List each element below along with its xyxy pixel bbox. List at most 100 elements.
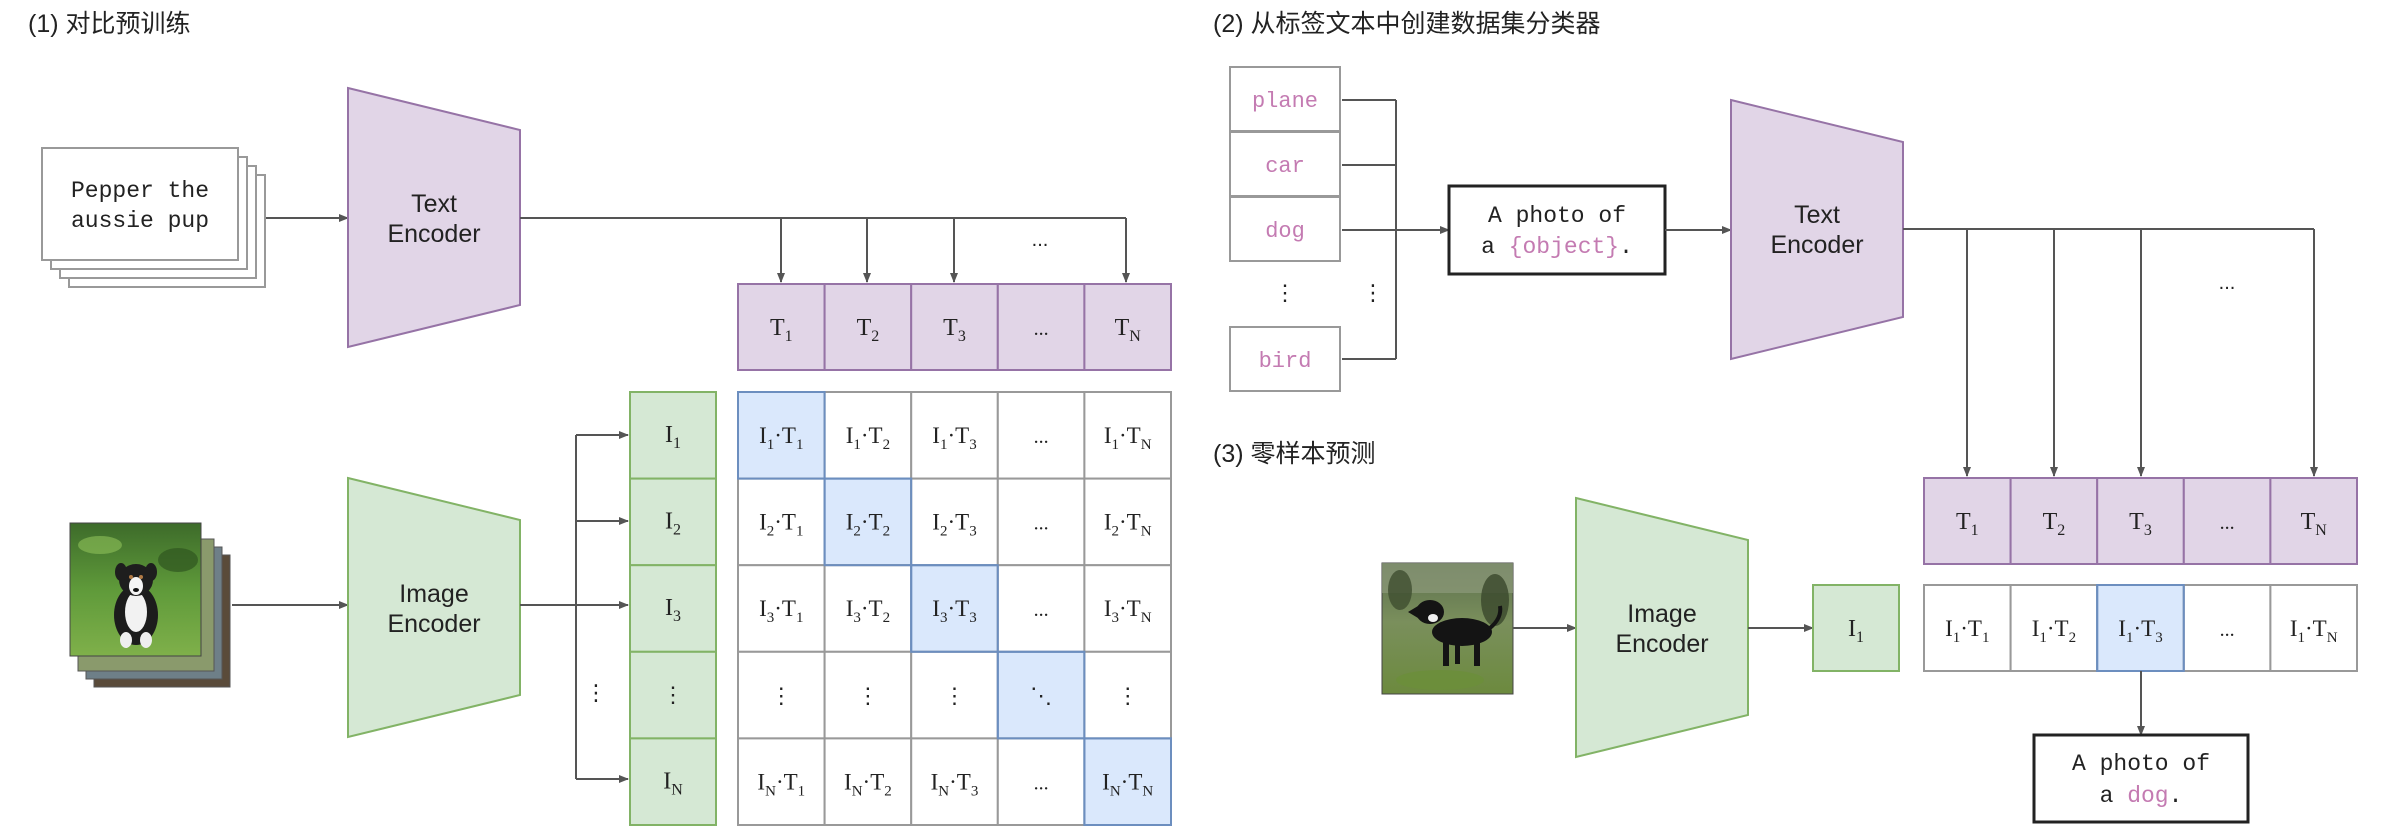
matrix-cell-label: IN·T2 bbox=[844, 769, 892, 799]
text-feature-label: T1 bbox=[1956, 509, 1979, 539]
caption-text-line1: Pepper the bbox=[71, 178, 209, 204]
caption-stack: Pepper the aussie pup bbox=[41, 147, 266, 288]
text-feature-label: T2 bbox=[857, 315, 880, 345]
template-line2-prefix: a bbox=[1481, 234, 1495, 260]
matrix-cell-label: I2·T3 bbox=[932, 510, 976, 540]
image-encoder-2-label-line1: Image bbox=[1627, 600, 1696, 628]
matrix-cell-label: I3·T2 bbox=[846, 596, 890, 626]
image-feature-cell bbox=[629, 564, 717, 653]
matrix-cell-label: I2·TN bbox=[1104, 510, 1152, 540]
text-feature-label: T3 bbox=[2129, 509, 2152, 539]
image-feature-arrows: ⋮ bbox=[520, 431, 629, 783]
matrix-cell-label: IN·TN bbox=[1102, 769, 1153, 799]
section1-title: (1) 对比预训练 bbox=[28, 10, 191, 38]
matrix-diagonal-border bbox=[910, 564, 999, 653]
text-feature-cell bbox=[2269, 477, 2358, 565]
image-encoder-1-label-line2: Encoder bbox=[387, 610, 480, 638]
matrix-cell bbox=[910, 391, 999, 480]
text-encoder-1-label-line1: Text bbox=[411, 190, 457, 218]
matrix-cell-label: I3·T1 bbox=[759, 596, 803, 626]
text-feature-label: T1 bbox=[770, 315, 793, 345]
label-cell bbox=[1229, 196, 1341, 262]
result-box: A photo of a dog. bbox=[2032, 733, 2250, 824]
label-cell bbox=[1229, 326, 1341, 392]
arrow-ellipsis-1: ... bbox=[1032, 229, 1049, 251]
matrix-cell bbox=[1083, 650, 1173, 740]
text-encoder-1: Text Encoder bbox=[347, 86, 521, 349]
matrix-cell bbox=[823, 650, 913, 740]
image-encoder-1-label-line1: Image bbox=[399, 580, 468, 608]
matrix-diagonal-border bbox=[1083, 737, 1173, 827]
matrix-diagonal-border bbox=[996, 650, 1086, 740]
label-text: car bbox=[1265, 154, 1305, 179]
template-line2-suffix: . bbox=[1619, 234, 1633, 260]
score-cell bbox=[2009, 584, 2099, 672]
label-cell bbox=[1229, 131, 1341, 197]
score-cell bbox=[2269, 584, 2358, 672]
text-feature-cell bbox=[823, 283, 913, 371]
label-text: dog bbox=[1265, 219, 1305, 244]
image-feature-label: I2 bbox=[665, 509, 681, 539]
text-feature-cell bbox=[2096, 477, 2185, 565]
matrix-cell-label: ⋮ bbox=[770, 683, 792, 708]
matrix-cell-label: IN·T1 bbox=[757, 769, 805, 799]
matrix-cell-label: ⋮ bbox=[944, 683, 966, 708]
label-list-vdots: ⋮ bbox=[1362, 280, 1384, 305]
matrix-cell bbox=[823, 391, 913, 480]
text-feature-cell bbox=[996, 283, 1086, 371]
score-label: I1·T3 bbox=[2118, 616, 2162, 646]
result-line2: a dog. bbox=[2100, 783, 2183, 809]
text-feature-label: T3 bbox=[943, 315, 966, 345]
matrix-cell bbox=[737, 477, 826, 567]
image-encoder-1: Image Encoder bbox=[347, 476, 521, 739]
text-feature-label: ... bbox=[2220, 512, 2235, 534]
matrix-cell-label: ⋮ bbox=[857, 683, 879, 708]
text-feature-arrows-2: ... bbox=[1903, 228, 2318, 477]
matrix-cell-label: I1·T2 bbox=[846, 423, 890, 453]
image-encoder-2-label-line2: Encoder bbox=[1615, 630, 1708, 658]
text-feature-cell bbox=[1083, 283, 1173, 371]
text-feature-label: ... bbox=[1034, 318, 1049, 340]
matrix-cell-label: I1·TN bbox=[1104, 423, 1152, 453]
matrix-cell bbox=[1083, 564, 1173, 653]
text-encoder-2: Text Encoder bbox=[1730, 98, 1904, 361]
text-feature-arrows-1: ... bbox=[520, 217, 1130, 283]
arrow-ellipsis-2: ... bbox=[2219, 272, 2236, 294]
matrix-diagonal-border bbox=[823, 477, 913, 567]
template-placeholder: {object} bbox=[1509, 234, 1619, 260]
image-encoder-2: Image Encoder bbox=[1575, 496, 1749, 759]
image-feature-label: I1 bbox=[665, 422, 681, 452]
text-feature-label: TN bbox=[1115, 315, 1142, 345]
matrix-cell-label: IN·T3 bbox=[931, 769, 979, 799]
labels-to-template-arrows bbox=[1342, 99, 1450, 360]
template-line2: a {object}. bbox=[1481, 234, 1633, 260]
label-text: bird bbox=[1259, 349, 1312, 374]
image-feature-label: ⋮ bbox=[662, 682, 684, 707]
image-stack bbox=[69, 522, 231, 688]
image-feature-label: I3 bbox=[665, 595, 681, 625]
label-cell bbox=[1229, 66, 1341, 132]
matrix-cell bbox=[823, 564, 913, 653]
matrix-cell bbox=[737, 650, 826, 740]
score-label: I1·T1 bbox=[1945, 616, 1989, 646]
result-line1: A photo of bbox=[2072, 751, 2210, 777]
matrix-cell bbox=[996, 391, 1086, 480]
score-cell bbox=[1923, 584, 2012, 672]
matrix-cell bbox=[1083, 477, 1173, 567]
image-feature-label: IN bbox=[663, 768, 683, 798]
matrix-cell-label: ... bbox=[1034, 513, 1049, 535]
template-box: A photo of a {object}. bbox=[1447, 184, 1667, 276]
matrix-cell-label: I2·T1 bbox=[759, 510, 803, 540]
matrix-cell bbox=[996, 737, 1086, 827]
label-list-dots: ⋮ bbox=[1274, 280, 1296, 305]
section3-title: (3) 零样本预测 bbox=[1213, 440, 1376, 468]
image-arrow-dots: ⋮ bbox=[585, 680, 607, 705]
text-features-row-1: T1 T2 T3... TN bbox=[737, 283, 1173, 371]
text-feature-cell bbox=[1923, 477, 2012, 565]
